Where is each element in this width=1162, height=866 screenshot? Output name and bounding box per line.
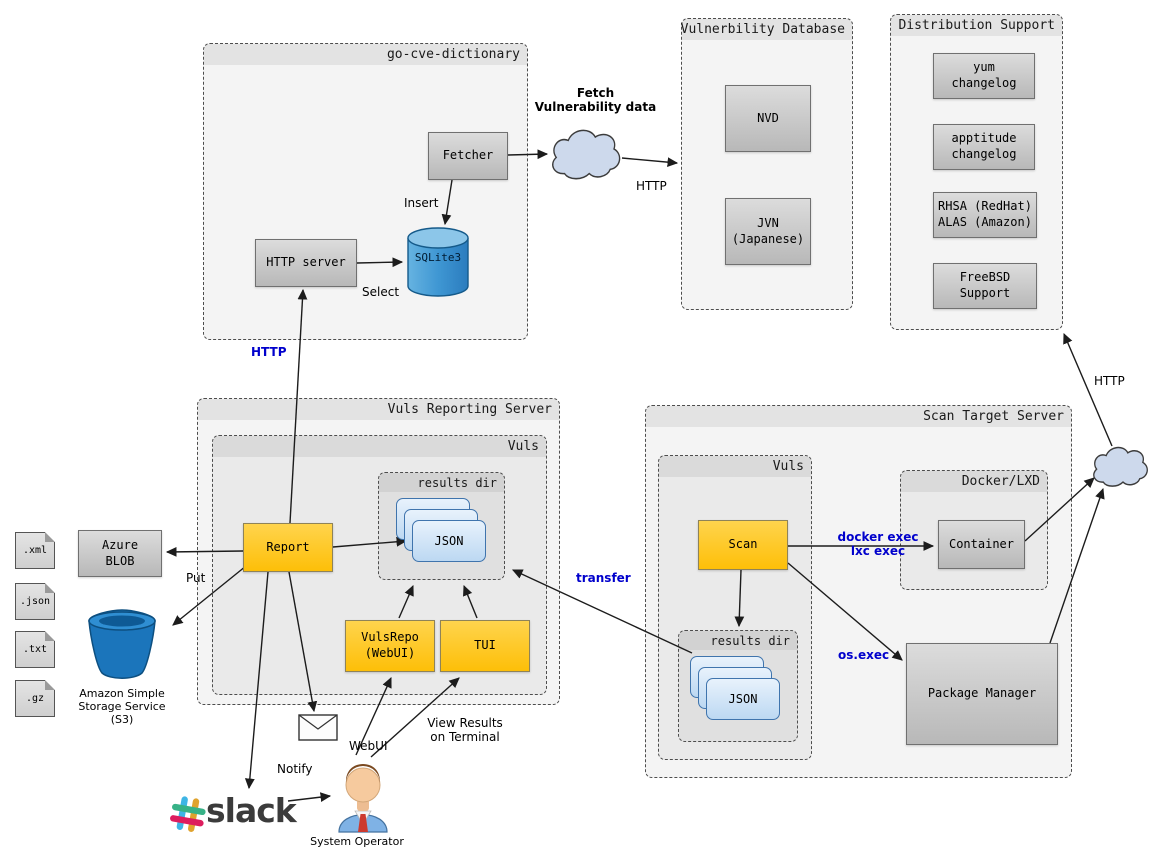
edge-label-docker-exec: docker exec lxc exec: [837, 530, 919, 558]
sqlite-cylinder-icon: [407, 227, 469, 297]
arrow-scan-results: [734, 569, 745, 628]
group-title-vulnerability-database: Vulnerbility Database: [681, 19, 852, 40]
arrow-report-httpserver: [289, 288, 308, 524]
group-title-docker-lxd: Docker/LXD: [901, 471, 1047, 492]
slack-logo-icon: [170, 796, 206, 832]
edge-label-os-exec: os.exec: [838, 648, 890, 662]
node-freebsd-support: FreeBSD Support: [933, 263, 1037, 309]
file-icon-txt: .txt: [15, 630, 56, 668]
group-title-scan-vuls: Vuls: [659, 456, 811, 477]
group-vulnerability-database: Vulnerbility Database: [681, 18, 853, 310]
node-fetcher: Fetcher: [428, 132, 508, 180]
group-title-vuls-reporting-server: Vuls Reporting Server: [198, 399, 559, 420]
node-scan: Scan: [698, 520, 788, 570]
node-container: Container: [938, 520, 1025, 569]
group-title-reporting-results-dir: results dir: [379, 473, 504, 492]
edge-label-put: Put: [186, 571, 206, 585]
arrow-scan-pkgmanager: [787, 562, 903, 661]
node-yum-changelog: yum changelog: [933, 53, 1035, 99]
node-vulsrepo: VulsRepo (WebUI): [345, 620, 435, 672]
arrow-container-cloud: [1024, 477, 1095, 542]
file-icon-xml: .xml: [15, 531, 56, 569]
system-operator-caption: System Operator: [310, 835, 404, 848]
arrow-pkgmanager-cloud: [1049, 487, 1105, 644]
arrow-report-results: [332, 536, 408, 548]
node-azure-blob: Azure BLOB: [78, 530, 162, 577]
edge-label-webui: WebUI: [349, 739, 388, 753]
edge-label-http-dist: HTTP: [1094, 374, 1125, 388]
edge-label-view-results: View Results on Terminal: [427, 716, 503, 744]
edge-label-notify: Notify: [277, 762, 313, 776]
s3-caption: Amazon Simple Storage Service (S3): [78, 687, 166, 726]
arrow-report-azure: [165, 546, 244, 557]
system-operator-icon: [338, 764, 388, 833]
edge-label-insert: Insert: [404, 196, 439, 210]
json-card-label: JSON: [728, 692, 758, 706]
internet-cloud-icon: [552, 129, 621, 180]
file-label-xml: .xml: [22, 545, 48, 556]
arrow-report-email: [288, 571, 318, 713]
edge-label-fetch-vulnerability-data: Fetch Vulnerability data: [534, 86, 657, 114]
node-package-manager: Package Manager: [906, 643, 1058, 745]
file-icon-gz: .gz: [15, 679, 56, 717]
group-title-reporting-vuls: Vuls: [213, 436, 546, 457]
group-title-scan-results-dir: results dir: [679, 631, 797, 650]
edge-label-select: Select: [362, 285, 400, 299]
json-card-label: JSON: [434, 534, 464, 548]
node-apptitude-changelog: apptitude changelog: [933, 124, 1035, 170]
node-rhsa-alas: RHSA (RedHat) ALAS (Amazon): [933, 192, 1037, 238]
edge-label-http-report: HTTP: [251, 345, 287, 359]
arrow-operator-vulsrepo: [355, 676, 392, 756]
arrow-transfer: [511, 569, 693, 654]
file-label-json: .json: [19, 596, 51, 607]
arrow-fetcher-cloud: [507, 149, 549, 160]
group-go-cve-dictionary: go-cve-dictionary: [203, 43, 528, 340]
arrow-report-slack: [244, 571, 269, 790]
file-label-txt: .txt: [22, 644, 48, 655]
group-title-scan-target-server: Scan Target Server: [646, 406, 1071, 427]
arrow-tui-results: [463, 584, 478, 619]
arrow-operator-tui: [370, 677, 460, 758]
sqlite-label: SQLite3: [414, 251, 462, 264]
internet-cloud-icon-right: [1093, 446, 1148, 487]
node-http-server: HTTP server: [255, 239, 357, 287]
node-nvd: NVD: [725, 85, 811, 152]
arrow-cloud-vulndb: [621, 157, 679, 168]
json-card: JSON: [412, 520, 486, 562]
arrow-slack-operator: [287, 792, 332, 803]
node-tui: TUI: [440, 620, 530, 672]
group-title-distribution-support: Distribution Support: [891, 15, 1062, 36]
arrow-httpserver-sqlite: [356, 257, 404, 268]
slack-wordmark: slack: [206, 791, 297, 830]
s3-bucket-icon: [88, 609, 156, 679]
arrow-cloud-distsupport: [1063, 332, 1113, 447]
node-report: Report: [243, 523, 333, 572]
edge-label-transfer: transfer: [576, 571, 631, 585]
node-jvn: JVN (Japanese): [725, 198, 811, 265]
arrow-fetcher-sqlite: [441, 179, 453, 226]
file-icon-json: .json: [15, 582, 56, 620]
file-label-gz: .gz: [25, 693, 45, 704]
edge-label-http-fetch: HTTP: [636, 179, 667, 193]
group-title-go-cve-dictionary: go-cve-dictionary: [204, 44, 527, 65]
arrow-report-s3: [172, 565, 247, 626]
json-card: JSON: [706, 678, 780, 720]
arrow-vulsrepo-results: [398, 584, 414, 619]
email-icon: [298, 714, 338, 741]
